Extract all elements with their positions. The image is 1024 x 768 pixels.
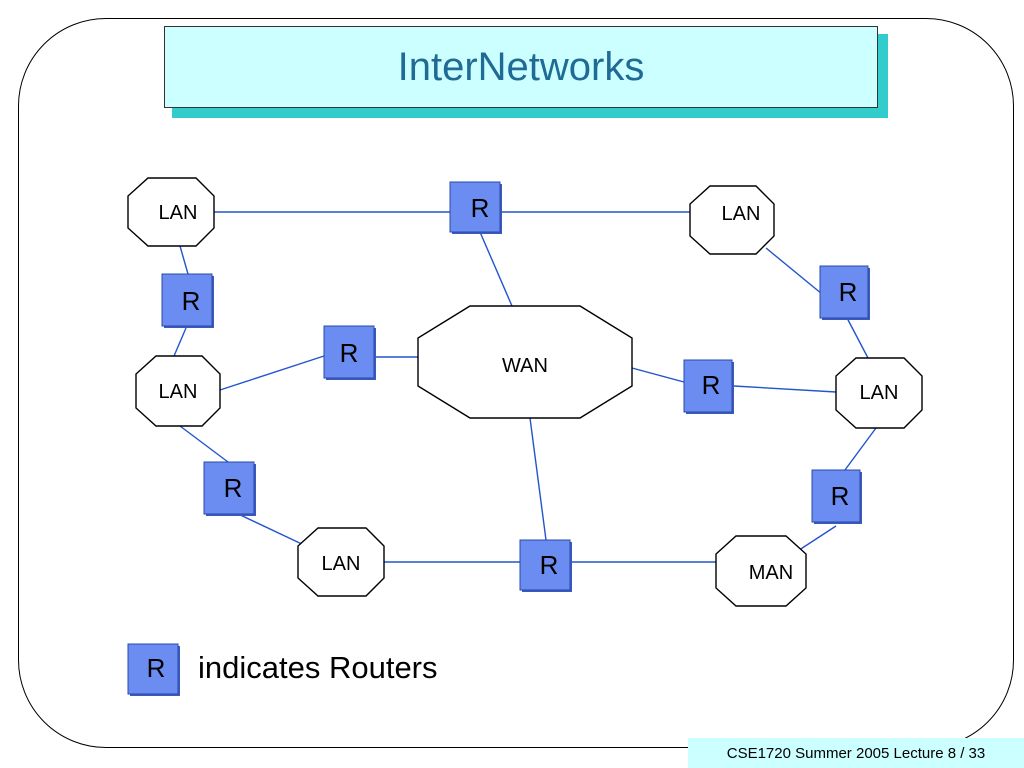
link-wan-r5 [529, 417, 547, 541]
slide-frame [18, 18, 1014, 748]
router-r8-label: R [831, 481, 850, 511]
link-lan3-r7 [765, 247, 823, 295]
legend-router-label: R [147, 653, 166, 683]
node-lan3-label: LAN [722, 203, 761, 225]
router-r7: R [819, 265, 870, 320]
link-r1-wan [479, 231, 513, 307]
slide-footer: CSE1720 Summer 2005 Lecture 8 / 33 [688, 738, 1024, 768]
router-r2-label: R [182, 286, 201, 316]
link-r4-lan4 [233, 511, 307, 547]
router-r7-label: R [839, 277, 858, 307]
router-r8: R [811, 469, 862, 524]
title-box: InterNetworks [164, 26, 878, 108]
node-lan1-label: LAN [159, 202, 198, 224]
router-r1-label: R [471, 193, 490, 223]
router-r6: R [683, 359, 734, 414]
node-lan2: LAN [135, 355, 221, 427]
node-lan4: LAN [297, 527, 385, 597]
router-r4-label: R [224, 473, 243, 503]
node-wan: WAN [417, 305, 633, 419]
link-lan1-r2 [179, 245, 189, 275]
router-r6-label: R [702, 370, 721, 400]
router-r3-label: R [340, 338, 359, 368]
link-lan2-r4 [179, 425, 229, 463]
router-r3: R [323, 325, 376, 380]
node-lan4-label: LAN [322, 553, 361, 575]
router-r2: R [161, 273, 214, 328]
node-lan2-label: LAN [159, 381, 198, 403]
node-lan5: LAN [835, 357, 923, 429]
router-r5: R [519, 539, 572, 592]
node-lan3: LAN [689, 185, 775, 255]
legend-text: indicates Routers [198, 650, 438, 685]
link-r2-lan2 [173, 327, 187, 357]
node-wan-label: WAN [502, 355, 548, 377]
link-lan5-r8 [841, 427, 877, 475]
node-lan5-label: LAN [860, 382, 899, 404]
node-man: MAN [715, 535, 807, 607]
link-r6-lan5 [733, 385, 837, 393]
router-r1: R [449, 181, 502, 234]
links [173, 211, 877, 563]
router-r5-label: R [540, 550, 559, 580]
link-lan2-r3 [219, 355, 325, 391]
link-r7-lan5 [845, 315, 869, 359]
router-r4: R [203, 461, 256, 516]
link-wan-r6 [631, 367, 685, 383]
page-title: InterNetworks [397, 44, 645, 89]
node-lan1: LAN [127, 177, 215, 247]
node-man-label: MAN [749, 562, 793, 584]
legend-router-icon: R [127, 643, 180, 696]
